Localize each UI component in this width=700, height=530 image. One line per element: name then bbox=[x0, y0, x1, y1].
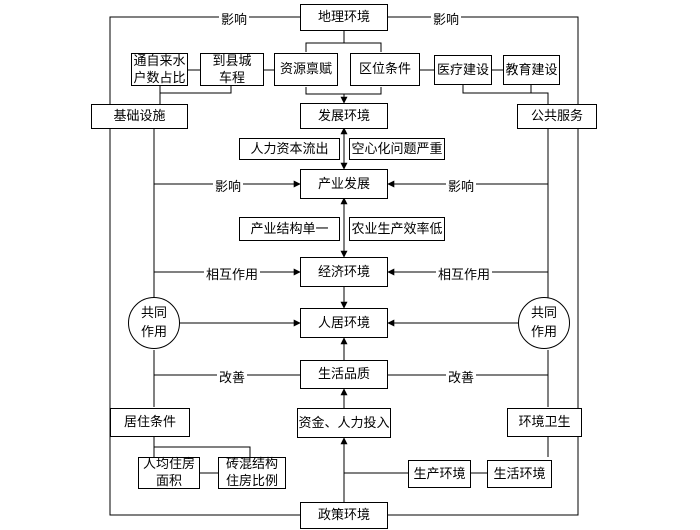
node-production-env: 生产环境 bbox=[408, 460, 471, 488]
node-life-env: 生活环境 bbox=[487, 460, 552, 488]
label-mutual-right: 相互作用 bbox=[436, 264, 493, 283]
node-education: 教育建设 bbox=[503, 55, 560, 85]
node-water-supply: 通自来水 户数占比 bbox=[131, 53, 188, 86]
node-medical: 医疗建设 bbox=[434, 55, 492, 85]
label-improve-right: 改善 bbox=[446, 367, 477, 386]
node-geo-env: 地理环境 bbox=[300, 4, 388, 31]
node-infrastructure: 基础设施 bbox=[91, 104, 188, 129]
node-econ-env: 经济环境 bbox=[300, 257, 388, 287]
connector-geo-branches bbox=[305, 30, 345, 52]
node-county-distance: 到县城 车程 bbox=[200, 53, 264, 86]
node-housing-cond: 居住条件 bbox=[110, 408, 190, 437]
node-per-capita-housing: 人均住房 面积 bbox=[138, 457, 200, 489]
node-env-health: 环境卫生 bbox=[507, 408, 582, 437]
connector-outer-frame bbox=[109, 16, 300, 516]
node-hollowing: 空心化问题严重 bbox=[349, 138, 445, 160]
label-influence-top-right: 影响 bbox=[431, 9, 462, 28]
node-co-effect-left: 共同 作用 bbox=[128, 297, 180, 349]
node-co-effect-right: 共同 作用 bbox=[518, 297, 570, 349]
label-mutual-left: 相互作用 bbox=[204, 264, 261, 283]
node-agri-low: 农业生产效率低 bbox=[349, 217, 445, 241]
label-influence-mid-left: 影响 bbox=[213, 176, 244, 195]
node-dev-env: 发展环境 bbox=[300, 103, 388, 129]
node-living-env: 人居环境 bbox=[300, 308, 388, 338]
node-resources: 资源禀赋 bbox=[274, 53, 338, 86]
node-industry-dev: 产业发展 bbox=[300, 169, 388, 199]
label-influence-top-left: 影响 bbox=[219, 9, 250, 28]
node-life-quality: 生活品质 bbox=[300, 360, 388, 389]
label-improve-left: 改善 bbox=[217, 367, 248, 386]
node-public-service: 公共服务 bbox=[517, 104, 597, 129]
node-location: 区位条件 bbox=[350, 53, 420, 86]
connector-to-public-service bbox=[462, 85, 549, 104]
node-policy-env: 政策环境 bbox=[300, 502, 388, 529]
node-hr-outflow: 人力资本流出 bbox=[239, 138, 340, 160]
node-single-structure: 产业结构单一 bbox=[239, 217, 340, 241]
connector-merge-dev-env bbox=[305, 87, 382, 95]
node-funds: 资金、人力投入 bbox=[297, 408, 391, 438]
label-influence-mid-right: 影响 bbox=[446, 176, 477, 195]
node-brick-ratio: 砖混结构 住房比例 bbox=[218, 457, 286, 489]
